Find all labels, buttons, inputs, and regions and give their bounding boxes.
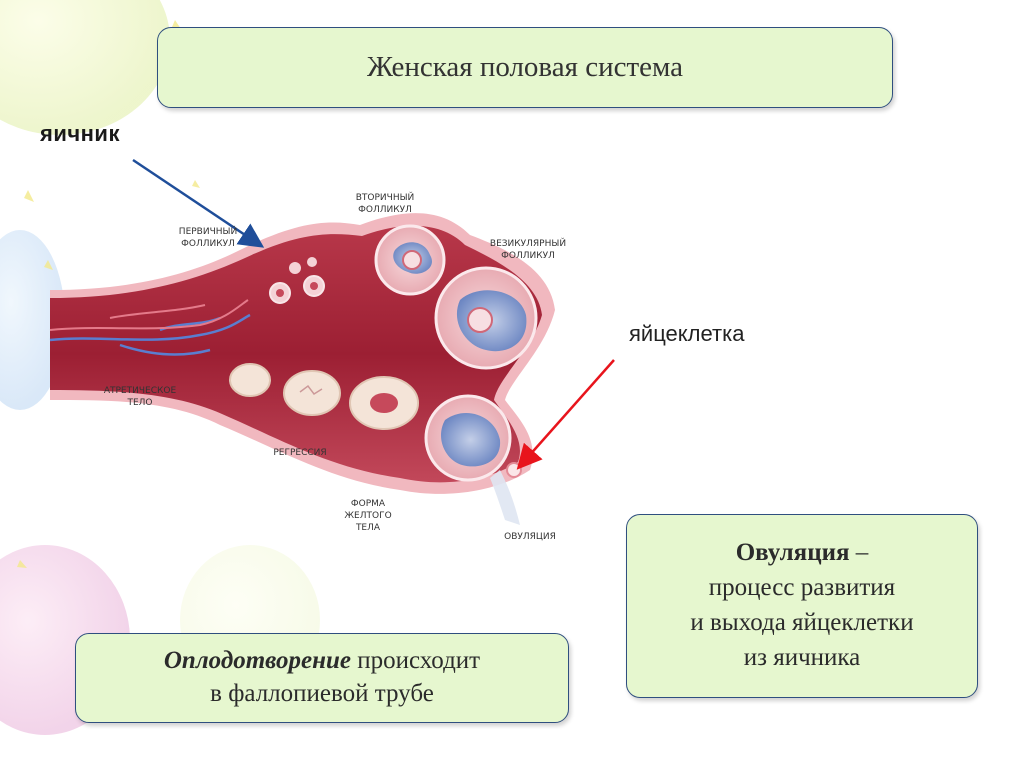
- primary-follicle: [307, 257, 317, 267]
- label-line: АТРЕТИЧЕСКОЕ: [95, 385, 185, 397]
- ovulation-definition-box: Овуляция – процесс развития и выхода яйц…: [626, 514, 978, 698]
- label-line: ФОЛЛИКУЛ: [335, 204, 435, 216]
- regression-body: [284, 371, 340, 415]
- ovulation-line-4: из яичника: [627, 640, 977, 675]
- atretic-body-label: АТРЕТИЧЕСКОЕ ТЕЛО: [95, 385, 185, 409]
- vesicular-follicle-oocyte: [468, 308, 492, 332]
- label-line: ОВУЛЯЦИЯ: [490, 531, 570, 543]
- ovulation-line-3: и выхода яйцеклетки: [627, 605, 977, 640]
- label-line: РЕГРЕССИЯ: [260, 447, 340, 459]
- primary-follicle-oocyte: [310, 282, 318, 290]
- atretic-body: [230, 364, 270, 396]
- released-egg: [507, 463, 521, 477]
- secondary-follicle-oocyte: [403, 251, 421, 269]
- egg-cell-label: яйцеклетка: [629, 321, 744, 347]
- secondary-follicle-label: ВТОРИЧНЫЙ ФОЛЛИКУЛ: [335, 192, 435, 216]
- fertilization-term: Оплодотворение: [164, 647, 351, 674]
- egg-arrow: [520, 360, 614, 466]
- corpus-luteum-label: ФОРМА ЖЕЛТОГО ТЕЛА: [328, 498, 408, 534]
- primary-follicle-label: ПЕРВИЧНЫЙ ФОЛЛИКУЛ: [163, 226, 253, 250]
- fertilization-line-2: в фаллопиевой трубе: [76, 677, 568, 710]
- label-line: ТЕЛА: [328, 522, 408, 534]
- primary-follicle: [289, 262, 301, 274]
- label-line: ВТОРИЧНЫЙ: [335, 192, 435, 204]
- primary-follicle-oocyte: [276, 289, 284, 297]
- ovulation-term-line: Овуляция –: [627, 535, 977, 570]
- fertilization-line-1: Оплодотворение происходит: [76, 644, 568, 677]
- ovulation-dash: –: [850, 539, 869, 566]
- label-line: ФОЛЛИКУЛ: [163, 238, 253, 250]
- ovulation-label: ОВУЛЯЦИЯ: [490, 531, 570, 543]
- label-line: ВЕЗИКУЛЯРНЫЙ: [478, 238, 578, 250]
- ovary-label: яичник: [40, 121, 120, 147]
- label-line: ФОЛЛИКУЛ: [478, 250, 578, 262]
- label-line: ПЕРВИЧНЫЙ: [163, 226, 253, 238]
- fertilization-box: Оплодотворение происходит в фаллопиевой …: [75, 633, 569, 723]
- label-line: ФОРМА: [328, 498, 408, 510]
- regression-label: РЕГРЕССИЯ: [260, 447, 340, 459]
- label-line: ЖЕЛТОГО: [328, 510, 408, 522]
- fertilization-rest: происходит: [351, 647, 480, 674]
- corpus-luteum-center: [370, 393, 398, 413]
- ovulation-line-2: процесс развития: [627, 570, 977, 605]
- vesicular-follicle-label: ВЕЗИКУЛЯРНЫЙ ФОЛЛИКУЛ: [478, 238, 578, 262]
- ovulation-term: Овуляция: [736, 539, 850, 566]
- label-line: ТЕЛО: [95, 397, 185, 409]
